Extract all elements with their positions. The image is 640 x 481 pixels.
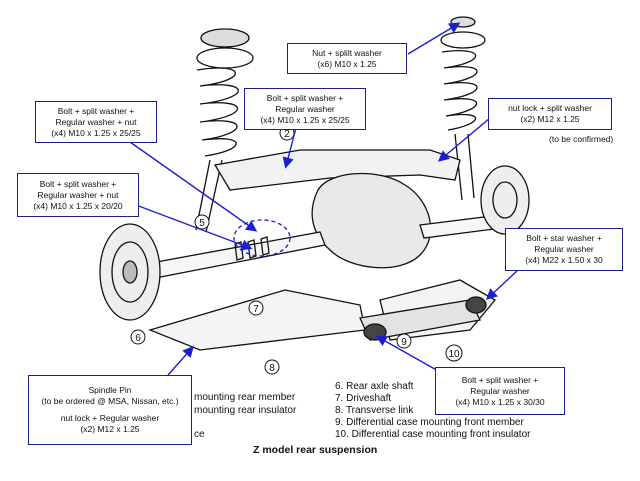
- left-coil-spring: [195, 28, 254, 233]
- svg-text:2: 2: [284, 129, 290, 140]
- callout-bolt-washer-nut-top-left: Bolt + split washer + Regular washer + n…: [35, 101, 157, 143]
- callout-line: Regular washer: [534, 244, 594, 254]
- to-be-confirmed-note: (to be confirmed): [549, 134, 614, 144]
- svg-text:8: 8: [269, 363, 275, 374]
- callout-line: Nut + splilt washer: [312, 47, 382, 58]
- legend-right-7: 7. Driveshaft: [335, 393, 392, 404]
- arrow-nut-lock-right: [437, 117, 491, 162]
- legend-left-1: mounting rear member: [194, 392, 296, 403]
- callout-line: Bolt + split washer +: [461, 374, 539, 385]
- callout-line: Bolt + split washer +: [266, 92, 344, 103]
- svg-text:7: 7: [253, 304, 259, 315]
- arrow-bolt-bottom: [375, 335, 441, 373]
- part-number-8: 8: [264, 359, 280, 375]
- callout-arrows: [129, 22, 519, 376]
- callout-line: (to be ordered @ MSA, Nissan, etc.): [41, 396, 179, 406]
- part-number-5: 5: [194, 214, 210, 230]
- right-hub: [480, 165, 530, 235]
- callout-line: (x4) M10 x 1.25 x 25/25: [51, 127, 141, 138]
- callout-line: (x2) M12 x 1.25: [520, 114, 580, 124]
- callout-bolt-star-washer: Bolt + star washer + Regular washer (x4)…: [505, 228, 623, 271]
- svg-text:6: 6: [135, 333, 141, 344]
- callout-bolt-washer-nut-mid-left: Bolt + split washer + Regular washer + n…: [17, 173, 139, 217]
- callout-line: Bolt + star washer +: [526, 233, 602, 243]
- driveshaft-left: [139, 231, 326, 281]
- part-number-9: 9: [396, 333, 412, 349]
- callout-line: nut lock + split washer: [508, 103, 592, 113]
- callout-line: (x6) M10 x 1.25: [317, 58, 377, 69]
- arrow-bolt-left-mid: [135, 204, 253, 251]
- differential-case: [311, 172, 432, 269]
- legend-right-9: 9. Differential case mounting front memb…: [335, 417, 524, 428]
- callout-line: (x2) M12 x 1.25: [80, 424, 140, 434]
- arrow-spindle: [167, 345, 194, 376]
- callout-line: (x4) M10 x 1.25 x 25/25: [260, 114, 350, 125]
- rear-member: [213, 149, 461, 191]
- part-number-7: 7: [248, 300, 264, 316]
- callout-spindle-pin: Spindle Pin (to be ordered @ MSA, Nissan…: [28, 375, 192, 445]
- callout-line: nut lock + Regular washer: [60, 413, 160, 423]
- callout-bolt-regular-washer-mid: Bolt + split washer + Regular washer (x4…: [244, 88, 366, 130]
- callout-line: Spindle Pin: [88, 385, 132, 395]
- callout-line: Regular washer + nut: [55, 116, 137, 127]
- diagram-caption: Z model rear suspension: [253, 444, 378, 456]
- legend-left-2: mounting rear insulator: [194, 405, 297, 416]
- left-hub: [99, 223, 161, 321]
- arrow-bolt-mid: [282, 127, 297, 169]
- callout-line: (x4) M22 x 1.50 x 30: [525, 255, 603, 265]
- part-number-10: 10: [445, 344, 463, 362]
- callout-line: (x4) M10 x 1.25 x 30/30: [455, 396, 545, 407]
- arrow-bolt-left-top: [129, 141, 258, 232]
- legend-right-10: 10. Differential case mounting front ins…: [335, 429, 531, 440]
- arrow-nut-split: [407, 22, 461, 55]
- callout-line: Bolt + split washer +: [39, 178, 117, 189]
- callout-nut-lock-split-washer: nut lock + split washer (x2) M12 x 1.25: [488, 98, 612, 130]
- svg-text:9: 9: [401, 337, 407, 348]
- arrow-bolt-star: [485, 269, 519, 300]
- callout-nut-split-washer: Nut + splilt washer (x6) M10 x 1.25: [287, 43, 407, 74]
- svg-text:5: 5: [199, 218, 205, 229]
- callout-line: Regular washer + nut: [37, 189, 119, 200]
- callout-line: Regular washer: [470, 385, 530, 396]
- svg-text:10: 10: [448, 349, 460, 360]
- callout-line: (x4) M10 x 1.25 x 20/20: [33, 200, 123, 211]
- callout-line: Regular washer: [275, 103, 335, 114]
- callout-bolt-regular-washer-bottom: Bolt + split washer + Regular washer (x4…: [435, 367, 565, 415]
- legend-right-6: 6. Rear axle shaft: [335, 381, 414, 392]
- legend-right-8: 8. Transverse link: [335, 405, 414, 416]
- callout-line: Bolt + split washer +: [57, 105, 135, 116]
- part-number-6: 6: [130, 329, 146, 345]
- legend-left-3: ce: [194, 429, 205, 440]
- transverse-link-left: [148, 289, 366, 351]
